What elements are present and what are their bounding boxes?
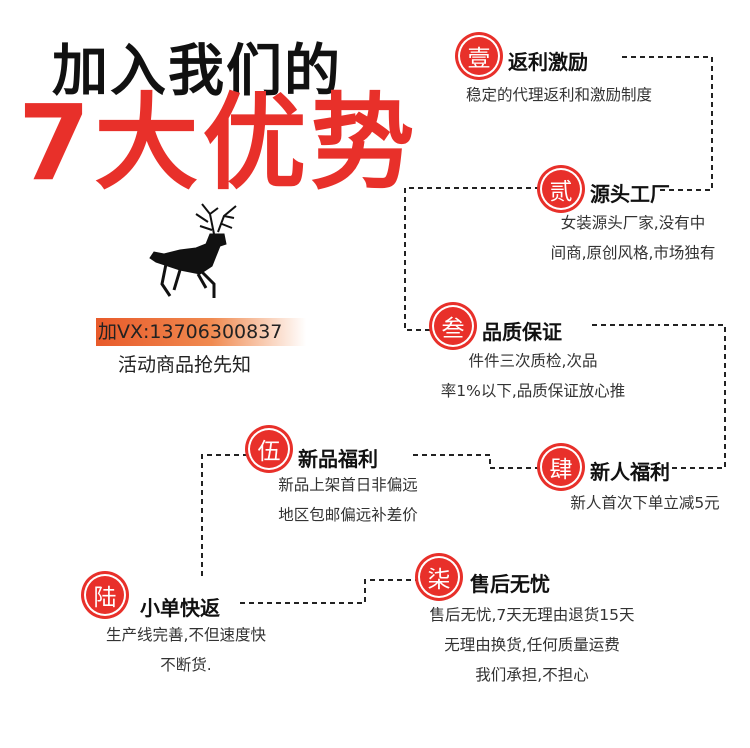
badge-1: 壹 bbox=[458, 35, 500, 77]
item-title-2: 源头工厂 bbox=[590, 182, 670, 206]
item-title-5: 新品福利 bbox=[298, 447, 378, 471]
item-desc-2: 女装源头厂家,没有中 间商,原创风格,市场独有 bbox=[550, 214, 716, 262]
item-desc-6: 生产线完善,不但速度快 不断货. bbox=[106, 626, 266, 674]
title-line-1: 加入我们的 bbox=[52, 39, 342, 104]
item-desc-3: 件件三次质检,次品 率1%以下,品质保证放心推 bbox=[440, 352, 626, 400]
item-title-4: 新人福利 bbox=[590, 460, 670, 484]
badge-5: 伍 bbox=[248, 428, 290, 470]
badge-6: 陆 bbox=[84, 574, 126, 616]
item-title-3: 品质保证 bbox=[482, 320, 562, 344]
title-line-2: 7大优势 bbox=[18, 82, 419, 204]
badge-3: 叁 bbox=[432, 305, 474, 347]
item-desc-1: 稳定的代理返利和激励制度 bbox=[465, 86, 652, 104]
subtitle: 活动商品抢先知 bbox=[118, 354, 252, 376]
badge-7: 柒 bbox=[418, 556, 460, 598]
item-title-1: 返利激励 bbox=[508, 50, 588, 74]
badge-2: 贰 bbox=[540, 168, 582, 210]
item-desc-4: 新人首次下单立减5元 bbox=[570, 494, 720, 512]
item-title-7: 售后无忧 bbox=[470, 572, 550, 596]
item-title-6: 小单快返 bbox=[140, 596, 220, 620]
deer-silhouette-icon bbox=[149, 203, 237, 298]
item-desc-7: 售后无忧,7天无理由退货15天 无理由换货,任何质量运费 我们承担,不担心 bbox=[429, 606, 635, 684]
contact-wechat: 加VX:13706300837 bbox=[96, 318, 306, 346]
item-desc-5: 新品上架首日非偏远 地区包邮偏远补差价 bbox=[278, 476, 418, 524]
badge-4: 肆 bbox=[540, 446, 582, 488]
